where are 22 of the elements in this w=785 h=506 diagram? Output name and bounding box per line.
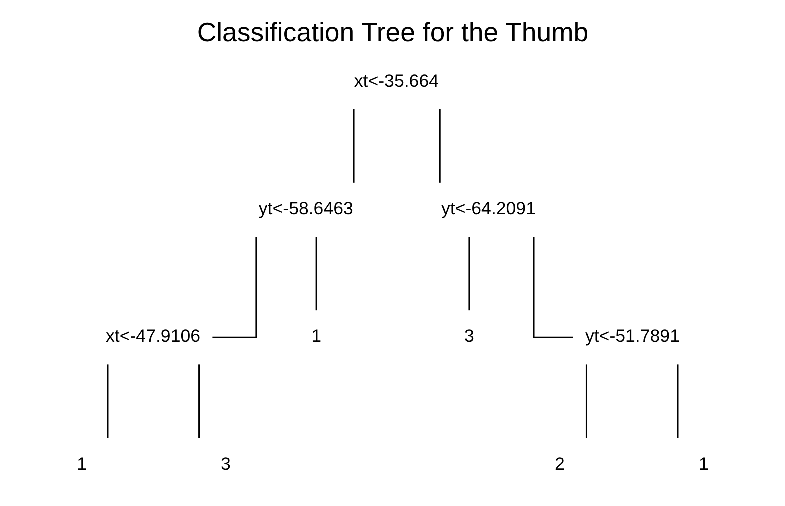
node-text: yt<-58.6463 (258, 198, 353, 219)
node-text: yt<-51.7891 (584, 326, 680, 346)
connector (198, 364, 200, 438)
connector (212, 237, 257, 338)
node-text: 1 (76, 454, 86, 474)
node-text: 1 (311, 326, 322, 346)
connector (585, 364, 587, 438)
diagram-title: Classification Tree for the Thumb (196, 17, 588, 48)
node-text: 3 (464, 326, 474, 346)
node-text: xt<-35.664 (354, 70, 439, 91)
connector (468, 237, 470, 311)
node-text: 2 (554, 454, 564, 474)
connector (532, 237, 573, 338)
connector (106, 364, 108, 438)
node-text: 3 (220, 454, 230, 474)
connector (315, 237, 317, 311)
node-text: 1 (698, 454, 708, 474)
connector (352, 109, 354, 183)
connector (438, 109, 440, 183)
connector (676, 364, 678, 438)
node-text: xt<-47.9106 (106, 326, 200, 346)
node-text: yt<-64.2091 (440, 198, 536, 219)
